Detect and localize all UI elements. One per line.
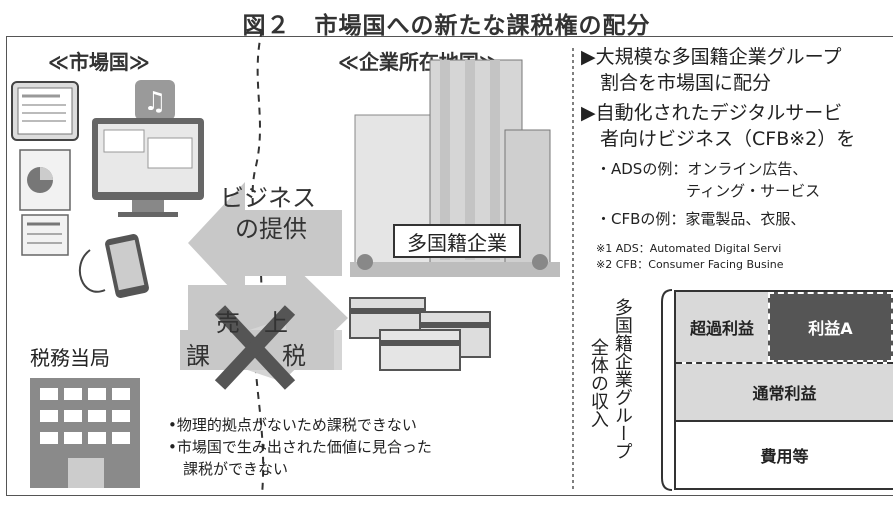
- tax-office-building: [30, 378, 140, 488]
- tax-arrow-label-2: 税: [282, 342, 306, 370]
- diagram-frame: [6, 36, 893, 496]
- market-country-header: ≪市場国≫: [48, 50, 150, 74]
- sales-arrow-label: 売 上: [216, 309, 288, 337]
- tablet-icon: [11, 81, 79, 141]
- right-example-3: ・CFBの例：家電製品、衣服、: [596, 210, 806, 228]
- document-icon: [19, 149, 71, 256]
- business-arrow: [188, 182, 342, 304]
- issue-bullet-3: 課税ができない: [168, 460, 289, 478]
- income-bracket: [661, 289, 673, 491]
- right-line-3: ▶自動化されたデジタルサービ: [581, 102, 843, 124]
- cost-divider: [676, 420, 893, 422]
- page-title: 図２ 市場国への新たな課税権の配分: [242, 13, 651, 39]
- right-note-1: ※1 ADS：Automated Digital Servi: [596, 242, 782, 255]
- routine-profit-cell: 通常利益: [676, 364, 893, 420]
- issue-bullet-1: •物理的拠点がないため課税できない: [168, 416, 417, 434]
- right-line-4: 者向けビジネス（CFB※2）を: [581, 128, 856, 150]
- business-arrow-label-1: ビジネス: [220, 184, 316, 212]
- monitor-icon: [92, 118, 204, 217]
- costs-cell: 費用等: [676, 422, 893, 488]
- smartphone-icon: [79, 234, 149, 298]
- multinational-company-label: 多国籍企業: [393, 224, 521, 258]
- issue-bullet-2: •市場国で生み出された価値に見合った: [168, 438, 432, 456]
- income-label-multinational: 多国籍企業グループ: [611, 298, 633, 460]
- right-example-2: ティング・サービス: [596, 182, 821, 200]
- excess-profit-cell: 超過利益: [676, 292, 768, 362]
- profit-divider: [676, 362, 893, 364]
- income-label-total: 全体の収入: [587, 338, 609, 428]
- money-stack-icon: [349, 297, 491, 371]
- right-line-2: 割合を市場国に配分: [581, 72, 772, 94]
- tax-arrow-label-1: 課: [186, 342, 210, 370]
- tax-authority-label: 税務当局: [30, 346, 110, 370]
- music-icon: ♫: [135, 80, 175, 120]
- business-arrow-label-2: の提供: [235, 215, 307, 243]
- amount-a-cell: 利益A: [768, 292, 893, 362]
- right-note-2: ※2 CFB：Consumer Facing Busine: [596, 258, 784, 271]
- right-example-1: ・ADSの例：オンライン広告、: [596, 160, 808, 178]
- right-line-1: ▶大規模な多国籍企業グループ: [581, 46, 842, 68]
- cross-mark: [214, 305, 296, 390]
- svg-text:♫: ♫: [143, 87, 166, 117]
